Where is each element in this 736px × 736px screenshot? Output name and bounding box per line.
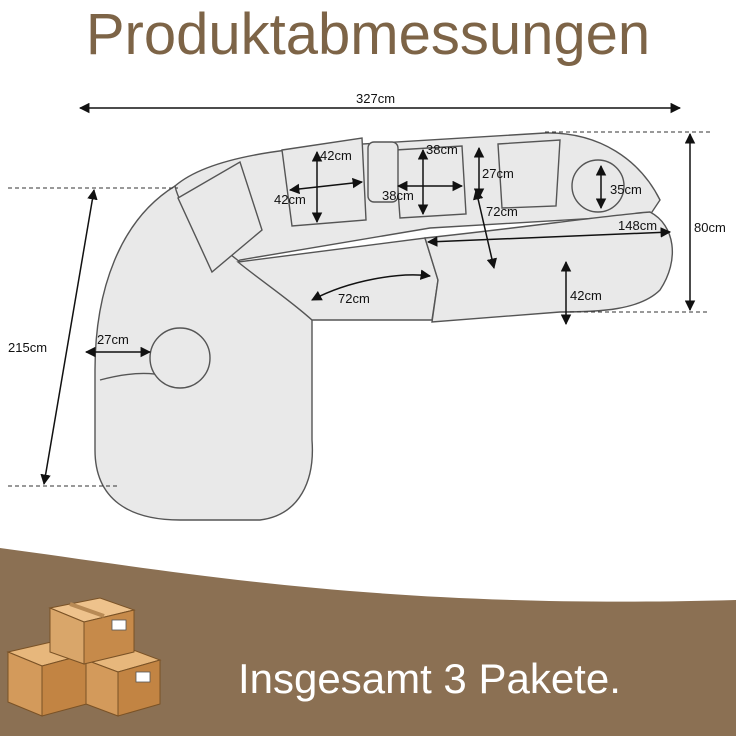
label-pillow-a-width: 42cm [274,192,306,207]
label-backrest-height: 27cm [482,166,514,181]
page-title: Produktabmessungen [85,2,651,67]
arrow-middle-seat-length [311,269,432,301]
label-right-seat-length: 148cm [618,218,657,233]
label-total-width: 327cm [356,91,395,106]
label-seat-depth-right: 72cm [486,204,518,219]
package-count-text: Insgesamt 3 Pakete. [238,655,621,702]
pillow-left [177,160,263,274]
arrow-right-seat-length [426,227,672,247]
label-height: 80cm [694,220,726,235]
label-total-depth: 215cm [8,340,47,355]
label-pillow-b-height: 38cm [426,142,458,157]
guide-lines [8,131,710,487]
cardboard-boxes-icon [6,597,162,717]
sofa-illustration [94,132,674,521]
label-pillow-a-height: 42cm [320,148,352,163]
footer-band [0,548,736,736]
label-seat-height: 42cm [570,288,602,303]
backrest-cushion [367,141,399,203]
arrow-total-depth [40,188,98,486]
pillow-right [497,139,561,209]
label-pillow-b-width: 38cm [382,188,414,203]
label-middle-seat-length: 72cm [338,291,370,306]
bolster-left [149,327,211,389]
arrow-pillow-a-width [288,177,364,195]
label-armrest-width: 27cm [97,332,129,347]
label-bolster: 35cm [610,182,642,197]
